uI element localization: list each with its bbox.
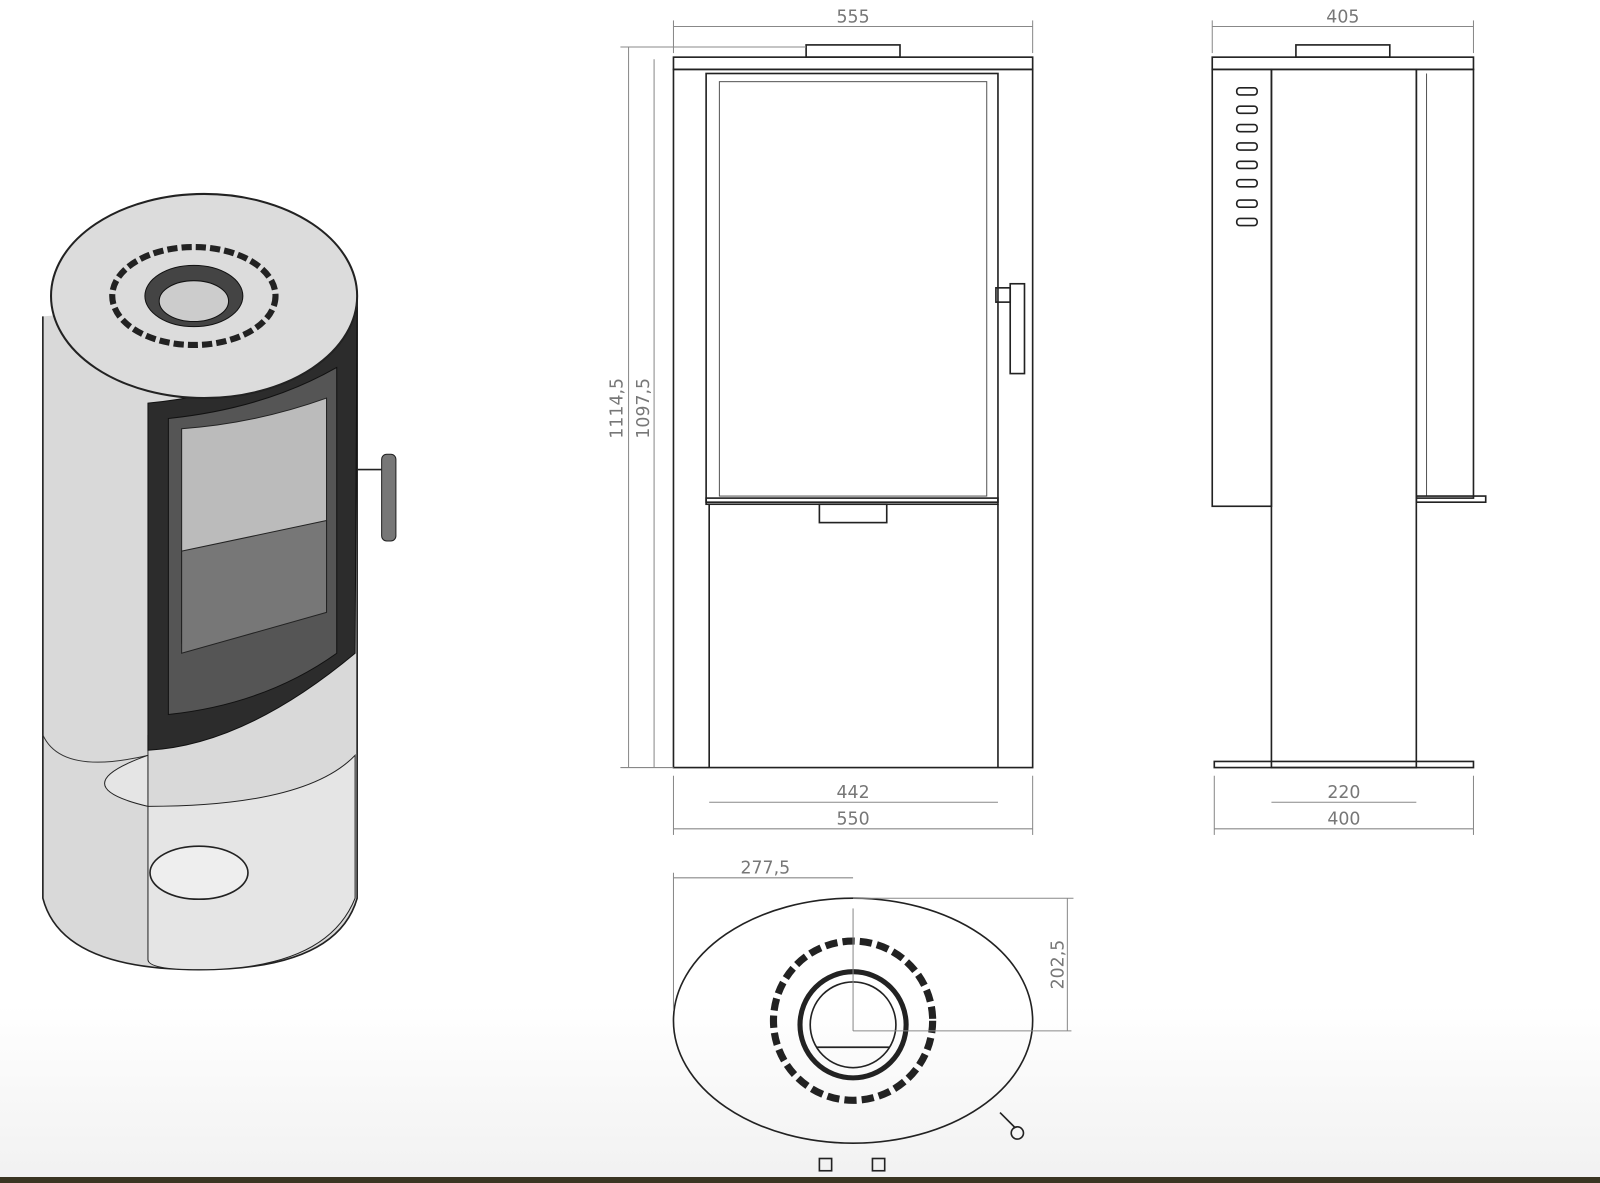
dim-side-base-depth: 400 xyxy=(1327,810,1360,830)
dim-front-top-width: 555 xyxy=(837,7,870,27)
dim-side-column-width: 220 xyxy=(1327,783,1360,803)
dimension-lines xyxy=(620,20,1474,1031)
dimension-labels: 555 405 1114,5 1097,5 442 550 220 400 27… xyxy=(607,7,1360,989)
isometric-view xyxy=(42,192,397,971)
dim-top-flue-offset-y: 202,5 xyxy=(1048,940,1068,990)
side-view xyxy=(1211,44,1487,769)
dim-side-top-depth: 405 xyxy=(1326,7,1359,27)
floor-strip xyxy=(0,1177,1600,1183)
top-view xyxy=(672,897,1072,1172)
dim-body-height: 1097,5 xyxy=(634,378,654,439)
dim-top-flue-offset-x: 277,5 xyxy=(741,859,791,879)
front-view xyxy=(672,44,1034,769)
dim-front-inner-width: 442 xyxy=(837,783,870,803)
vent-slots xyxy=(1235,86,1258,227)
dim-front-base-width: 550 xyxy=(837,810,870,830)
dim-total-height: 1114,5 xyxy=(607,378,627,439)
